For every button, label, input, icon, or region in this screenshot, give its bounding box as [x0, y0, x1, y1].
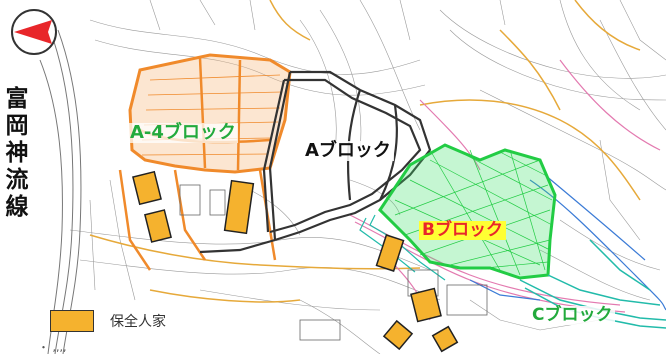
building-outlines	[179, 184, 488, 341]
protected-house	[410, 287, 442, 323]
block-a4-area	[118, 53, 292, 271]
legend: 保全人家	[50, 309, 166, 333]
protected-house	[431, 325, 459, 353]
north-arrow-icon	[8, 6, 60, 58]
railway-char: 線	[5, 194, 29, 220]
label-block-a4: A-4ブロック	[128, 122, 238, 143]
protected-house	[132, 170, 162, 206]
label-block-a: Aブロック	[302, 141, 394, 161]
protected-house	[382, 319, 414, 351]
legend-label: 保全人家	[110, 314, 166, 330]
protected-house	[375, 234, 405, 272]
railway-char: 流	[5, 167, 29, 193]
protected-houses	[132, 170, 459, 353]
railway-char: 岡	[5, 113, 29, 139]
block-b-area	[359, 143, 557, 281]
block-a-area	[199, 70, 432, 254]
railway-char: 神	[5, 140, 29, 166]
railway-char: 富	[5, 86, 29, 112]
railway-name: 富 岡 神 流 線	[2, 86, 32, 221]
label-block-b: Bブロック	[419, 221, 506, 240]
footer-marks: ・ ,,,,	[38, 341, 67, 354]
protected-house	[223, 179, 255, 235]
roads	[89, 0, 641, 303]
railway-line	[39, 29, 82, 354]
legend-swatch-house	[50, 310, 94, 332]
contour-lines	[69, 0, 666, 354]
label-block-c: Cブロック	[529, 306, 616, 325]
protected-house	[144, 209, 172, 243]
